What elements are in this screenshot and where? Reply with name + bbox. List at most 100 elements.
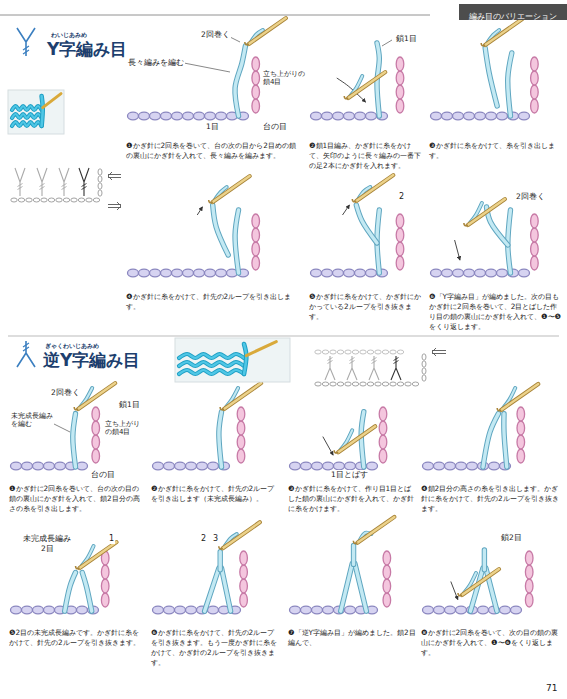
chain-stitch xyxy=(345,606,356,614)
chain-stitch xyxy=(128,112,139,120)
chain-stitch xyxy=(92,407,100,421)
yarn-outline xyxy=(341,564,353,612)
chain-stitch xyxy=(128,269,139,277)
chain-stitch xyxy=(531,242,539,256)
chain-symbol xyxy=(367,382,373,386)
hook-shaft xyxy=(356,175,393,201)
chain-stitch xyxy=(194,269,205,277)
yarn-strand xyxy=(235,210,238,273)
chain-stitch xyxy=(531,57,539,71)
chain-stitch xyxy=(150,269,161,277)
y-symbol xyxy=(15,168,25,196)
callout-label: 立ち上がりの鎖4目 xyxy=(262,70,308,87)
chain-symbol xyxy=(367,350,373,354)
chain-stitch xyxy=(344,112,355,120)
chain-stitch xyxy=(252,85,260,99)
chain-stitch xyxy=(517,421,525,435)
yarn-outline xyxy=(179,354,244,358)
chain-stitch xyxy=(334,462,345,470)
yarn-outline xyxy=(222,568,231,611)
chain-stitch xyxy=(208,606,219,614)
chain-symbol xyxy=(422,368,426,374)
chain-stitch xyxy=(197,462,208,470)
yarn-outline xyxy=(219,412,222,467)
chain-stitch xyxy=(252,242,260,256)
chain-stitch xyxy=(240,565,248,579)
symbol-chart xyxy=(11,168,121,210)
chain-stitch xyxy=(333,269,344,277)
yarn-strand xyxy=(235,46,245,116)
chain-stitch xyxy=(456,606,467,614)
yarn-strand xyxy=(244,344,246,374)
chain-stitch xyxy=(531,99,539,113)
chain-symbol xyxy=(41,198,47,202)
step-illustration xyxy=(11,542,117,614)
callout-label: 台の目 xyxy=(262,122,288,131)
chain-stitch xyxy=(77,606,88,614)
chain-symbol xyxy=(352,382,358,386)
direction-double-arrow xyxy=(108,172,121,180)
chain-stitch xyxy=(322,269,333,277)
chain-symbol xyxy=(33,198,39,202)
hook-shaft-outline xyxy=(249,18,286,44)
callout-number: 2 xyxy=(398,192,405,202)
yarn-outline xyxy=(12,114,42,118)
chain-symbol xyxy=(422,375,426,381)
chain-symbol xyxy=(397,350,403,354)
chain-stitch xyxy=(423,462,434,470)
hook-tip xyxy=(76,566,80,569)
chain-symbol xyxy=(345,350,351,354)
yarn-strand xyxy=(218,552,221,570)
symbol-bar xyxy=(23,343,29,351)
chain-stitch xyxy=(311,112,322,120)
hook-tip xyxy=(74,407,78,410)
section-rule xyxy=(8,336,559,337)
callout-label: 長々編みを編む xyxy=(127,58,185,67)
symbol-bar xyxy=(18,184,23,190)
step-illustration xyxy=(431,19,539,120)
step-illustration xyxy=(128,18,286,120)
chain-stitch xyxy=(139,112,150,120)
leader-line xyxy=(382,40,392,46)
chain-symbol xyxy=(375,382,381,386)
hook-shaft-outline xyxy=(223,522,260,548)
chain-stitch xyxy=(208,462,219,470)
callout-label: 2回巻く xyxy=(50,388,81,397)
callout-label: 未完成長編み xyxy=(22,534,72,543)
chain-stitch xyxy=(161,269,172,277)
chain-stitch xyxy=(423,606,434,614)
chain-stitch xyxy=(489,462,500,470)
chain-symbol xyxy=(360,382,366,386)
chain-stitch xyxy=(11,462,22,470)
chain-symbol xyxy=(18,198,24,202)
callout-label: 鎖2目 xyxy=(500,533,523,542)
hook-shaft xyxy=(357,517,394,543)
chain-stitch xyxy=(442,269,453,277)
chain-symbol xyxy=(382,350,388,354)
chain-symbol xyxy=(330,350,336,354)
step-caption: ❺かぎ針に糸をかけて、かぎ針にかかっている2ループを引き抜きます。 xyxy=(308,292,425,322)
chain-symbol xyxy=(375,350,381,354)
callout-label: 鎖1目 xyxy=(118,400,141,409)
chain-stitch xyxy=(290,606,301,614)
header-text: 編み目のバリエーション xyxy=(469,8,557,24)
hook-shaft-outline xyxy=(348,72,385,98)
chain-stitch xyxy=(355,112,366,120)
chain-symbol xyxy=(360,350,366,354)
chain-symbol xyxy=(26,198,32,202)
chain-stitch xyxy=(172,112,183,120)
chain-symbol xyxy=(48,198,54,202)
yarn-outline xyxy=(235,46,245,116)
chain-stitch xyxy=(164,462,175,470)
page-number: 71 xyxy=(545,683,558,694)
chain-stitch xyxy=(383,551,391,565)
step-illustration xyxy=(290,517,395,614)
hook-shaft-outline xyxy=(356,175,393,201)
step-caption: ❹かぎ針に糸をかけて、針先の2ループを引き出します。 xyxy=(125,292,299,312)
chain-stitch xyxy=(396,228,404,242)
chain-stitch xyxy=(252,57,260,71)
y-symbol xyxy=(59,168,69,196)
yarn-outline xyxy=(508,53,512,116)
chain-stitch xyxy=(101,593,109,607)
